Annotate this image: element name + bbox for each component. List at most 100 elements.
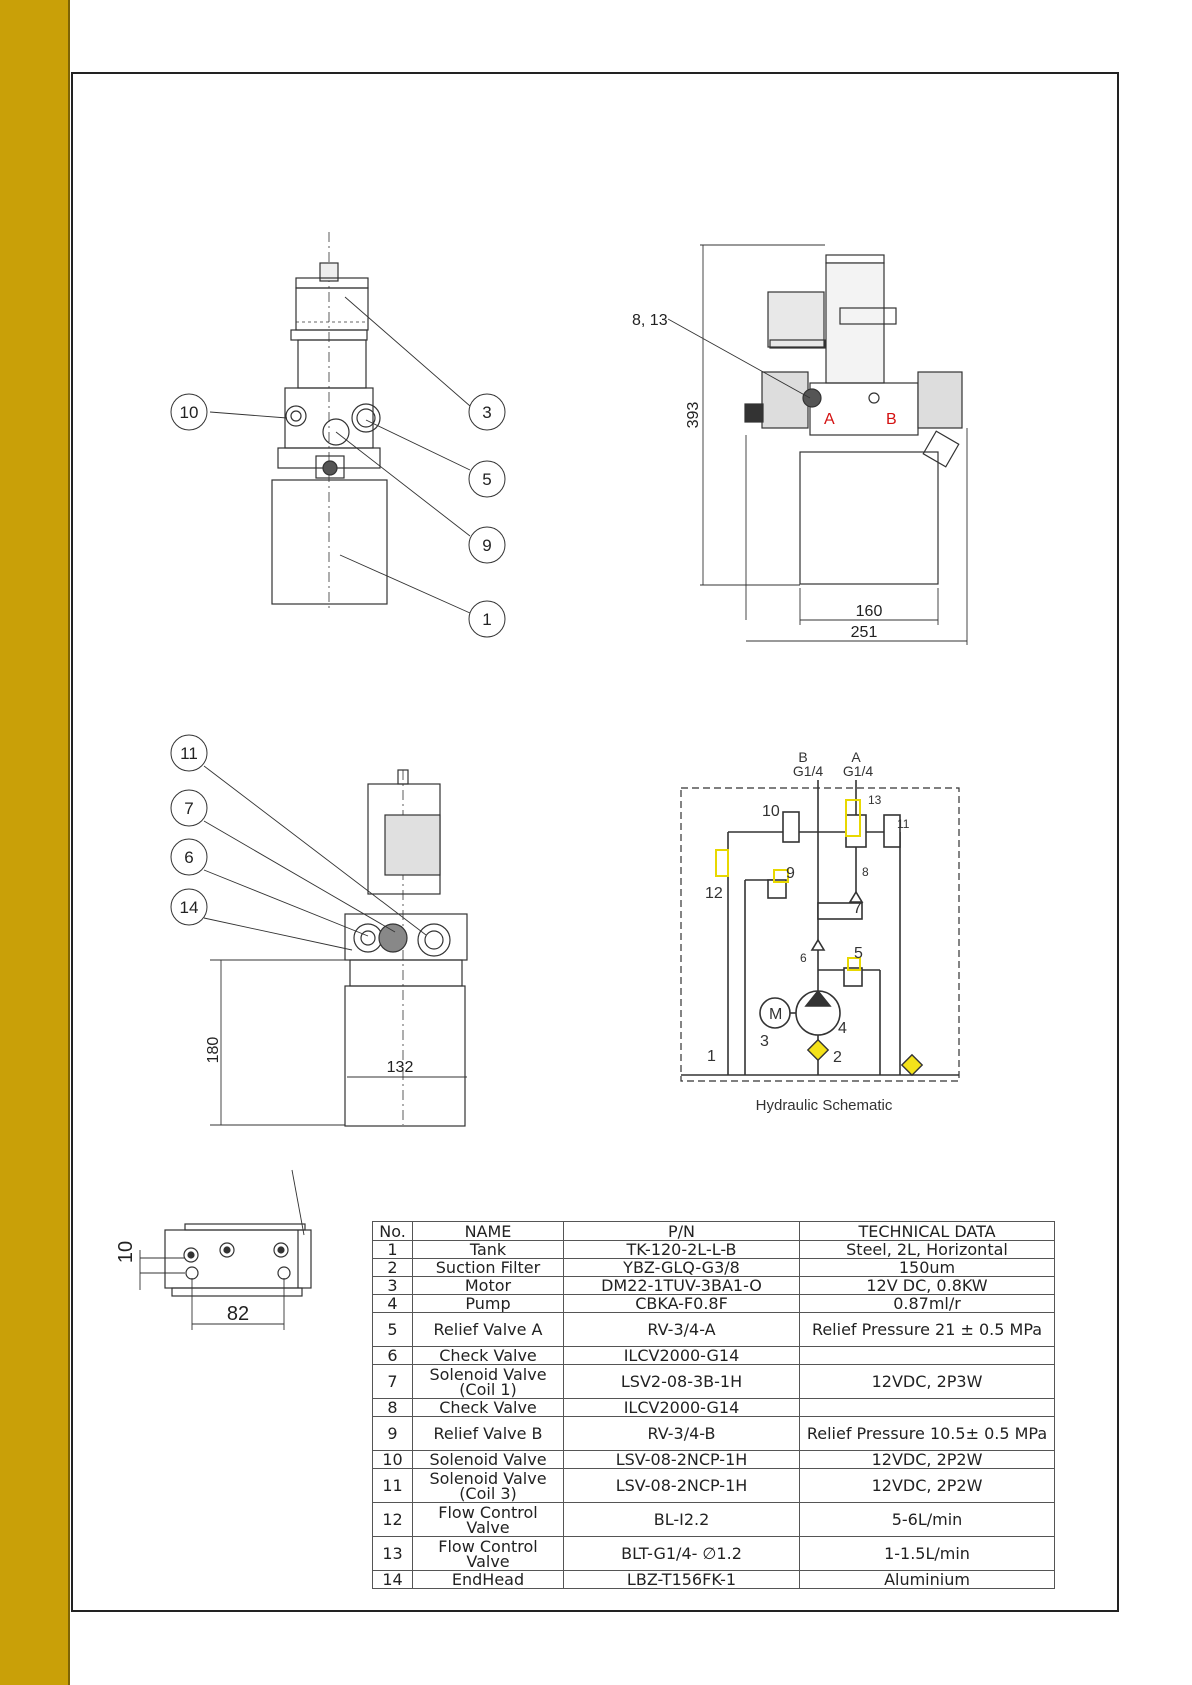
cell-name: Tank <box>412 1240 564 1259</box>
cell-pn: DM22-1TUV-3BA1-O <box>563 1276 800 1295</box>
cell-pn: LBZ-T156FK-1 <box>563 1570 800 1589</box>
bottom-view <box>164 1169 312 1297</box>
cell-tech: Steel, 2L, Horizontal <box>799 1240 1055 1259</box>
cell-name: Relief Valve B <box>412 1416 564 1451</box>
balloon-3-label: 3 <box>482 403 491 422</box>
cell-tech: 12V DC, 0.8KW <box>799 1276 1055 1295</box>
dim-180: 180 <box>205 1037 222 1064</box>
port-b-label: B <box>886 411 897 428</box>
dim-393: 393 <box>685 402 702 429</box>
balloon-11-label: 11 <box>180 744 198 763</box>
cell-no: 8 <box>372 1398 413 1417</box>
schematic-label-8: 8 <box>862 865 869 879</box>
balloon-9 <box>468 526 506 564</box>
balloon-10-label: 10 <box>180 403 199 422</box>
schematic-port-b-size: G1/4 <box>793 763 824 779</box>
balloon-14-label: 14 <box>180 898 199 917</box>
cell-pn: RV-3/4-A <box>563 1312 800 1347</box>
cell-name: Check Valve <box>412 1346 564 1365</box>
cell-name: Motor <box>412 1276 564 1295</box>
balloon-3 <box>468 393 506 431</box>
front-view-balloons <box>170 393 506 638</box>
cell-name: Relief Valve A <box>412 1312 564 1347</box>
hydraulic-schematic <box>680 780 960 1082</box>
front-view <box>271 232 388 612</box>
cell-name: Check Valve <box>412 1398 564 1417</box>
schematic-label-9: 9 <box>786 865 795 882</box>
cell-pn: LSV-08-2NCP-1H <box>563 1468 800 1503</box>
schematic-port-a-size: G1/4 <box>843 763 874 779</box>
schematic-filter-fills <box>807 1039 923 1076</box>
schematic-label-7: 7 <box>853 900 862 917</box>
cell-tech: Relief Pressure 10.5± 0.5 MPa <box>799 1416 1055 1451</box>
schematic-highlights <box>715 799 861 971</box>
cell-pn: YBZ-GLQ-G3/8 <box>563 1258 800 1277</box>
cell-tech: 12VDC, 2P2W <box>799 1450 1055 1469</box>
balloon-5 <box>468 460 506 498</box>
balloon-1 <box>468 600 506 638</box>
cell-no: 10 <box>372 1450 413 1469</box>
balloon-6-label: 6 <box>184 848 193 867</box>
dim-251: 251 <box>851 624 878 641</box>
balloon-1-label: 1 <box>482 610 491 629</box>
dim-10: 10 <box>115 1241 137 1263</box>
schematic-port-b-label: B <box>798 749 807 765</box>
sidebar-bar <box>0 0 70 1685</box>
cell-name: EndHead <box>412 1570 564 1589</box>
cell-tech: 0.87ml/r <box>799 1294 1055 1313</box>
schematic-label-2: 2 <box>833 1049 842 1066</box>
dim-160: 160 <box>856 603 883 620</box>
cell-pn: BL-I2.2 <box>563 1502 800 1537</box>
schematic-label-13: 13 <box>868 793 882 807</box>
cell-no: 12 <box>372 1502 413 1537</box>
cell-tech: Relief Pressure 21 ± 0.5 MPa <box>799 1312 1055 1347</box>
cell-no: 13 <box>372 1536 413 1571</box>
cell-name: Flow Control Valve <box>412 1536 564 1571</box>
cell-tech: 12VDC, 2P2W <box>799 1468 1055 1503</box>
cell-pn: RV-3/4-B <box>563 1416 800 1451</box>
cell-no: 1 <box>372 1240 413 1259</box>
cell-pn: LSV2-08-3B-1H <box>563 1364 800 1399</box>
balloon-9-label: 9 <box>482 536 491 555</box>
balloon-11 <box>170 734 208 772</box>
schematic-label-11: 11 <box>897 817 910 831</box>
rear-view <box>344 769 468 1127</box>
rear-view-leaders <box>203 765 467 1126</box>
cell-name: Solenoid Valve (Coil 3) <box>412 1468 564 1503</box>
schematic-label-1: 1 <box>707 1048 716 1065</box>
cell-no: 6 <box>372 1346 413 1365</box>
cell-name: Solenoid Valve (Coil 1) <box>412 1364 564 1399</box>
schematic-caption: Hydraulic Schematic <box>756 1097 893 1114</box>
schematic-label-12: 12 <box>705 885 723 902</box>
parts-table-header: No. NAME P/N TECHNICAL DATA <box>372 1221 1055 1241</box>
cell-pn: LSV-08-2NCP-1H <box>563 1450 800 1469</box>
schematic-port-a-label: A <box>851 749 861 765</box>
balloon-10 <box>170 393 208 431</box>
schematic-label-5: 5 <box>854 945 863 962</box>
balloon-14 <box>170 888 208 926</box>
cell-no: 14 <box>372 1570 413 1589</box>
cell-tech: 5-6L/min <box>799 1502 1055 1537</box>
cell-no: 4 <box>372 1294 413 1313</box>
cell-tech: Aluminium <box>799 1570 1055 1589</box>
cell-pn: CBKA-F0.8F <box>563 1294 800 1313</box>
bottom-view-dimensions <box>139 1250 285 1330</box>
header-technical-data: TECHNICAL DATA <box>799 1221 1055 1241</box>
balloon-7 <box>170 789 208 827</box>
schematic-label-6: 6 <box>800 951 807 965</box>
cell-name: Pump <box>412 1294 564 1313</box>
cell-no: 9 <box>372 1416 413 1451</box>
dim-82: 82 <box>227 1303 249 1325</box>
cell-pn: TK-120-2L-L-B <box>563 1240 800 1259</box>
